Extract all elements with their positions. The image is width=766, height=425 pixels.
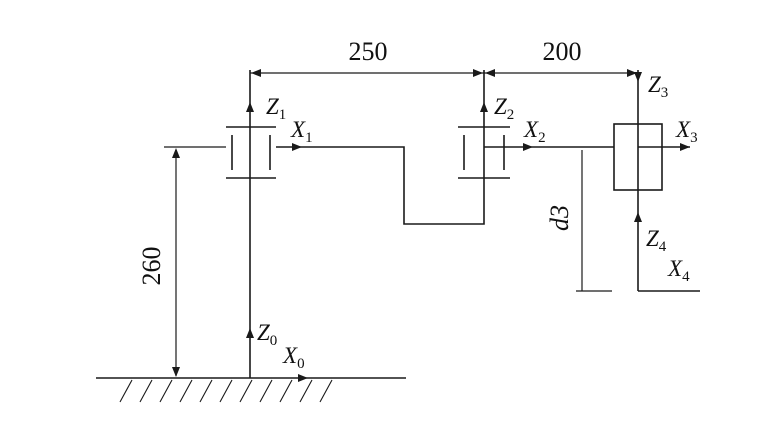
z3-label: Z3 <box>648 72 668 101</box>
joint-1 <box>226 126 276 179</box>
x2-label: X2 <box>523 117 546 146</box>
x1-label: X1 <box>290 117 313 146</box>
dimension-d3-label: d3 <box>545 205 574 231</box>
x4-label: X4 <box>667 256 690 285</box>
dimension-260: 260 <box>137 146 226 377</box>
z0-arrowhead <box>246 328 254 338</box>
z2-label: Z2 <box>494 94 514 123</box>
z2-arrowhead <box>480 102 488 112</box>
dimension-200-label: 200 <box>543 37 582 66</box>
dimension-250-label: 250 <box>349 37 388 66</box>
dimension-260-label: 260 <box>137 247 166 286</box>
dimension-200: 200 <box>484 37 638 77</box>
z4-arrowhead <box>634 212 642 222</box>
x0-label: X0 <box>282 343 305 372</box>
link-1 <box>276 70 485 225</box>
ground <box>96 377 406 403</box>
x0-arrowhead <box>298 374 308 382</box>
x3-arrowhead <box>680 143 690 151</box>
ground-hatching <box>119 379 333 403</box>
z4-label: Z4 <box>646 226 667 255</box>
z3-arrowhead <box>634 72 642 82</box>
joint-2 <box>458 126 510 179</box>
dimension-250: 250 <box>250 37 484 77</box>
dimension-d3: d3 <box>545 150 612 292</box>
x3-label: X3 <box>675 117 698 146</box>
z1-arrowhead <box>246 102 254 112</box>
z0-label: Z0 <box>257 320 277 349</box>
z1-label: Z1 <box>266 94 286 123</box>
